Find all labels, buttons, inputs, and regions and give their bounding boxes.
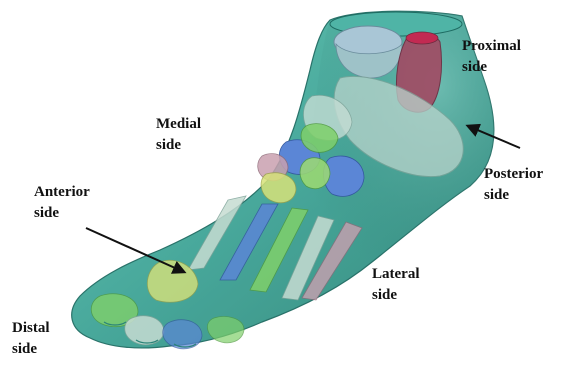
- label-distal-line1: Distal: [12, 318, 50, 339]
- label-anterior-line1: Anterior: [34, 182, 90, 203]
- label-medial-line2: side: [156, 135, 201, 156]
- label-lateral-line1: Lateral: [372, 264, 419, 285]
- label-medial-side: Medial side: [156, 114, 201, 156]
- label-anterior-side: Anterior side: [34, 182, 90, 224]
- label-anterior-line2: side: [34, 203, 90, 224]
- label-lateral-line2: side: [372, 285, 419, 306]
- label-distal-side: Distal side: [12, 318, 50, 360]
- cuneiform-green-2: [300, 158, 330, 189]
- label-proximal-line1: Proximal: [462, 36, 521, 57]
- fibula-top: [406, 32, 438, 44]
- label-posterior-side: Posterior side: [484, 164, 543, 206]
- label-medial-line1: Medial: [156, 114, 201, 135]
- label-lateral-side: Lateral side: [372, 264, 419, 306]
- label-proximal-side: Proximal side: [462, 36, 521, 78]
- label-distal-line2: side: [12, 339, 50, 360]
- label-posterior-line1: Posterior: [484, 164, 543, 185]
- label-proximal-line2: side: [462, 57, 521, 78]
- label-posterior-line2: side: [484, 185, 543, 206]
